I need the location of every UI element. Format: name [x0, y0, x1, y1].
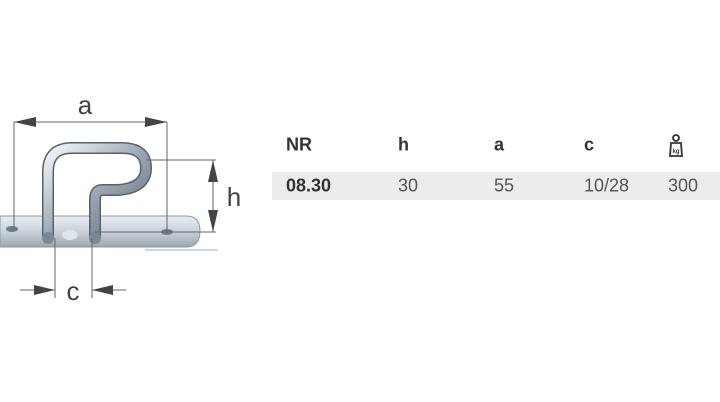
cell-c: 10/28 — [584, 175, 630, 196]
cell-nr: 08.30 — [286, 175, 332, 196]
table-header-row: NR h a c kg — [272, 130, 720, 160]
dimension-a — [13, 117, 168, 232]
cell-h: 30 — [398, 175, 419, 196]
dimension-c-label: c — [67, 276, 80, 306]
dimension-c — [20, 238, 126, 298]
header-c: c — [584, 134, 595, 155]
header-nr: NR — [286, 134, 312, 155]
header-a: a — [494, 134, 505, 155]
header-h: h — [398, 134, 409, 155]
spec-table: NR h a c kg 08.30 30 55 10/28 300 — [272, 130, 720, 200]
product-dimension-diagram: a h c — [0, 90, 241, 306]
table-row: 08.30 30 55 10/28 300 — [272, 172, 720, 200]
svg-text:kg: kg — [672, 149, 679, 155]
dimension-h-label: h — [227, 182, 241, 212]
weight-kg-icon: kg — [668, 134, 684, 163]
cell-load: 300 — [668, 175, 699, 196]
screw-hole — [6, 226, 18, 232]
dimension-a-label: a — [78, 90, 93, 120]
dimension-h — [95, 159, 218, 233]
cell-a: 55 — [494, 175, 515, 196]
